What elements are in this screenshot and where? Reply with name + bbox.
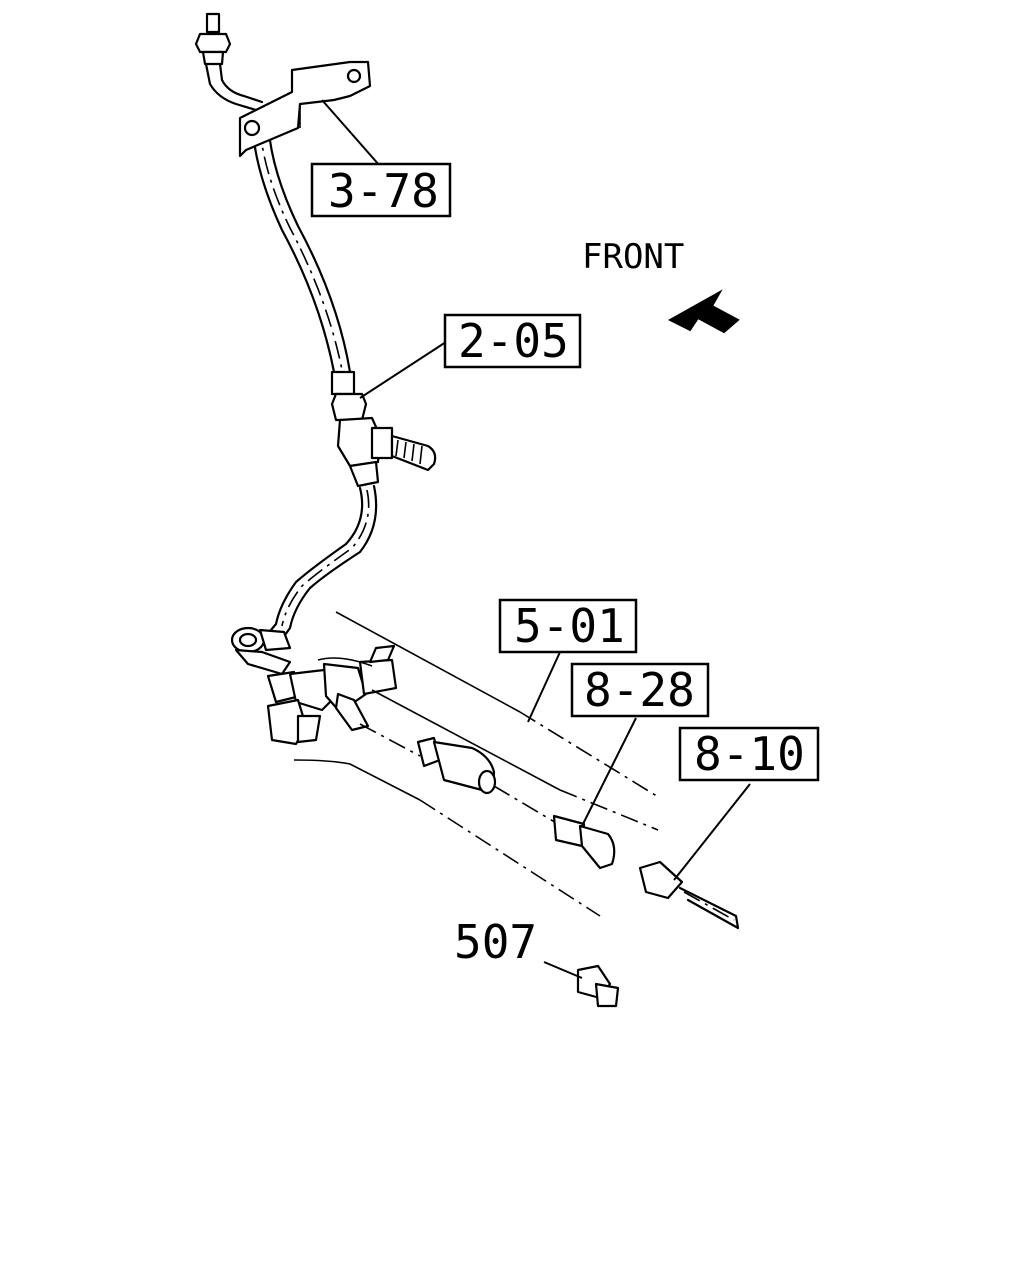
part-number-507[interactable]: 507 <box>454 915 537 969</box>
callout-2-05-text: 2-05 <box>458 314 569 368</box>
callout-leaders <box>321 99 751 881</box>
pressure-switch <box>416 736 616 870</box>
assembly-guides <box>293 611 661 917</box>
brake-pipe-lower <box>264 484 378 644</box>
callout-8-28-text: 8-28 <box>584 663 695 717</box>
three-way-joint <box>330 370 437 488</box>
brake-pipe-upper <box>194 12 352 374</box>
callout-2-05[interactable]: 2-05 <box>443 313 582 369</box>
front-label: FRONT <box>582 237 684 277</box>
callout-8-10-text: 8-10 <box>694 727 805 781</box>
clip-507 <box>543 961 620 1008</box>
callout-3-78-text: 3-78 <box>328 164 439 218</box>
wire-connector <box>638 860 740 930</box>
valve-assembly <box>230 626 398 746</box>
callout-5-01-text: 5-01 <box>514 599 625 653</box>
callout-8-28[interactable]: 8-28 <box>570 662 710 718</box>
callout-5-01[interactable]: 5-01 <box>498 598 638 654</box>
callout-3-78[interactable]: 3-78 <box>310 162 452 218</box>
front-arrow-icon <box>667 289 740 334</box>
pipe-bracket <box>238 60 372 158</box>
callout-8-10[interactable]: 8-10 <box>678 726 820 782</box>
front-direction: FRONT <box>582 237 740 334</box>
